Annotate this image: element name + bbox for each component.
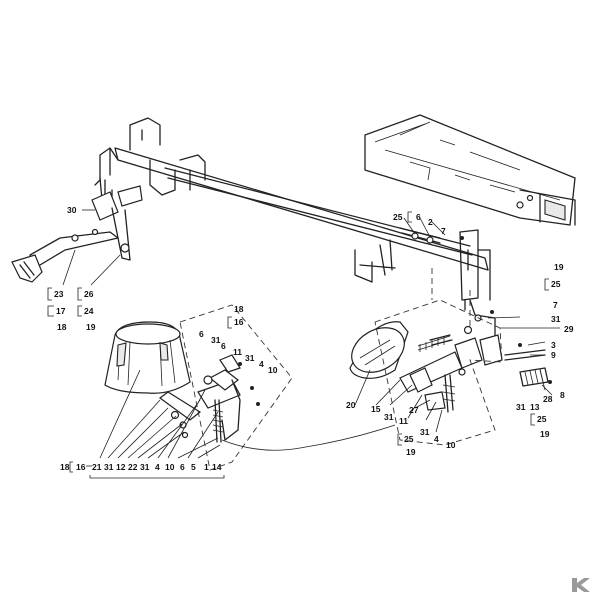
part-labels: 30 23 17 18 26 24 19 25 6 2 7 19 25 7 31…: [47, 205, 574, 479]
label-27: 27: [409, 405, 419, 415]
label-31-bottom: 31: [104, 462, 114, 472]
label-11-cone: 11: [399, 416, 408, 426]
label-31-bottom-right: 31: [516, 402, 526, 412]
label-18-bottom: 18: [60, 462, 70, 472]
label-6-middle: 6: [199, 329, 204, 339]
label-8: 8: [560, 390, 565, 400]
label-14: 14: [212, 462, 222, 472]
label-4-bottom: 4: [155, 462, 160, 472]
label-9: 9: [551, 350, 556, 360]
label-25-cone: 25: [404, 434, 414, 444]
label-12: 12: [116, 462, 126, 472]
label-31-middle: 31: [211, 335, 221, 345]
label-19: 19: [86, 322, 96, 332]
label-10-middle: 10: [268, 365, 278, 375]
label-25-top: 25: [393, 212, 403, 222]
label-21: 21: [92, 462, 102, 472]
left-hub-assembly: [99, 354, 396, 459]
label-18-middle: 18: [234, 304, 244, 314]
label-13: 13: [530, 402, 540, 412]
right-connector-dash: [431, 268, 471, 330]
label-25-bottom-right: 25: [537, 414, 547, 424]
label-16-middle: 16: [234, 317, 244, 327]
label-10-bottom: 10: [165, 462, 175, 472]
label-19-cone: 19: [406, 447, 416, 457]
label-18: 18: [57, 322, 67, 332]
label-6-bottom: 6: [180, 462, 185, 472]
label-31-cone: 31: [384, 412, 394, 422]
label-22: 22: [128, 462, 138, 472]
label-7-right: 7: [553, 300, 558, 310]
label-3: 3: [551, 340, 556, 350]
label-31-cone-2: 31: [420, 427, 430, 437]
label-11-middle: 11: [233, 347, 242, 357]
label-17: 17: [56, 306, 66, 316]
label-7-top: 7: [441, 226, 446, 236]
left-pedal-assembly: [11, 177, 143, 286]
label-1: 1: [204, 462, 209, 472]
label-30: 30: [67, 205, 77, 215]
label-5: 5: [191, 462, 196, 472]
label-31-right: 31: [551, 314, 561, 324]
right-subassembly-boundary: [374, 299, 503, 446]
left-subassembly-boundary: [179, 304, 293, 471]
label-29: 29: [564, 324, 574, 334]
left-cone-disc: [104, 321, 191, 394]
label-2: 2: [428, 217, 433, 227]
label-4-cone: 4: [434, 434, 439, 444]
label-23: 23: [54, 289, 64, 299]
label-16-bottom: 16: [76, 462, 86, 472]
top-right-bolts: [399, 217, 464, 244]
label-6-middle-2: 6: [221, 341, 226, 351]
main-frame: [94, 114, 576, 341]
label-4-middle: 4: [259, 359, 264, 369]
label-10-cone: 10: [446, 440, 456, 450]
label-6-top: 6: [416, 212, 421, 222]
right-cone-disc: [349, 321, 409, 379]
label-19-bottom-right: 19: [540, 429, 550, 439]
label-25-right: 25: [551, 279, 561, 289]
label-26: 26: [84, 289, 94, 299]
label-28: 28: [543, 394, 553, 404]
label-31-bottom-2: 31: [140, 462, 150, 472]
label-24: 24: [84, 306, 94, 316]
label-20: 20: [346, 400, 356, 410]
kramp-k-icon: [572, 578, 590, 592]
label-19-right: 19: [554, 262, 564, 272]
label-31-middle-2: 31: [245, 353, 255, 363]
label-15: 15: [371, 404, 381, 414]
